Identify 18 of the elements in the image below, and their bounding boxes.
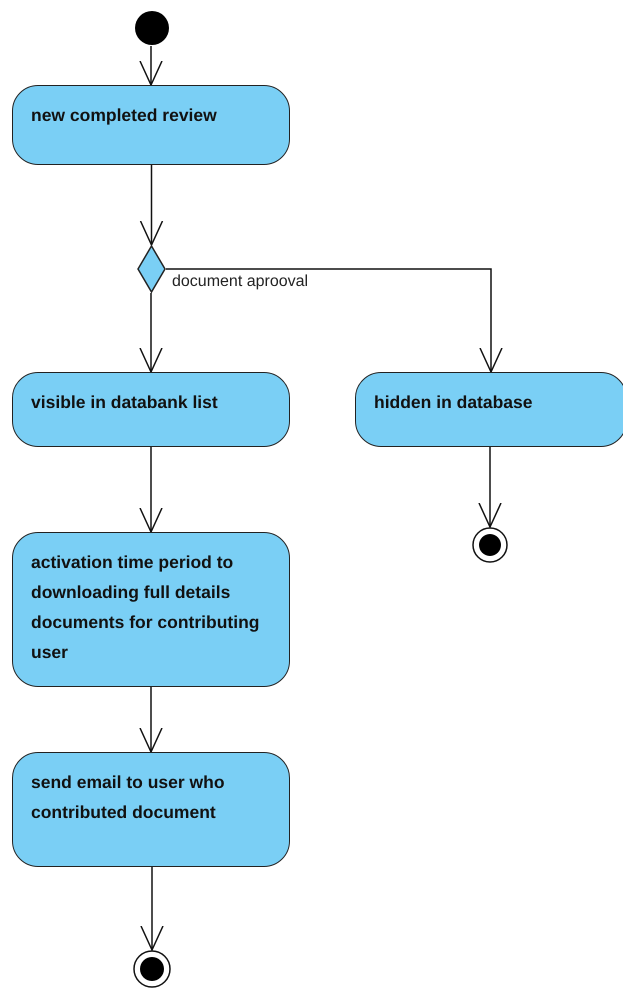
action-label: activation time period to downloading full details documents for contributing user xyxy=(31,551,260,664)
action-box xyxy=(12,85,290,165)
arrow xyxy=(139,293,163,373)
arrow xyxy=(139,687,163,753)
arrow xyxy=(166,268,503,373)
arrow xyxy=(478,447,502,528)
action-box xyxy=(12,532,290,687)
action-label: send email to user who contributed document xyxy=(31,771,226,824)
arrow xyxy=(140,867,164,951)
arrow xyxy=(139,447,163,533)
action-label: visible in databank list xyxy=(31,391,219,414)
action-box xyxy=(355,372,623,447)
arrow xyxy=(139,46,163,86)
action-label: hidden in database xyxy=(374,391,534,414)
action-box xyxy=(12,752,290,867)
action-label: new completed review xyxy=(31,104,218,127)
action-box xyxy=(12,372,290,447)
arrow xyxy=(140,165,164,246)
